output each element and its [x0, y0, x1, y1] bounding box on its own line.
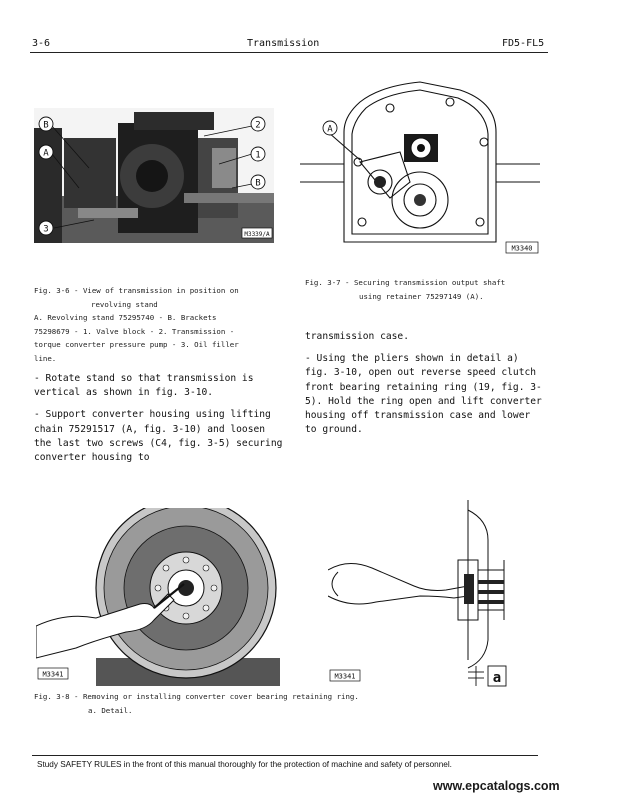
figure-3-6-photo: B A 3 2 1 B M3339/A: [34, 108, 274, 243]
step-rotate-stand: - Rotate stand so that transmission is v…: [34, 373, 254, 399]
fig36-callout-2: 2: [255, 121, 260, 131]
footer-rule: [32, 755, 538, 756]
page-number: 3-6: [32, 38, 51, 49]
right-body-text: transmission case. - Using the pliers sh…: [305, 330, 545, 445]
fig36-caption-line: 75298679 - 1. Valve block - 2. Transmiss…: [34, 326, 235, 336]
safety-note: Study SAFETY RULES in the front of this …: [37, 760, 452, 769]
fig37-ref: M3340: [511, 245, 532, 253]
figure-3-7-caption: Fig. 3-7 - Securing transmission output …: [305, 276, 545, 303]
figure-3-8-caption: Fig. 3-8 - Removing or installing conver…: [34, 690, 554, 717]
text-continuation: transmission case.: [305, 331, 409, 342]
left-body-text: - Rotate stand so that transmission is v…: [34, 372, 284, 473]
fig38-caption-line: a. Detail.: [88, 705, 133, 715]
figure-3-7-drawing: A M3340: [300, 72, 540, 257]
figure-3-6-caption: Fig. 3-6 - View of transmission in posit…: [34, 284, 284, 365]
fig36-caption-line: torque converter pressure pump - 3. Oil …: [34, 340, 239, 349]
fig37-caption-line: using retainer 75297149 (A).: [359, 291, 484, 301]
fig37-caption-line: Fig. 3-7 - Securing transmission output …: [305, 278, 506, 287]
fig38-ref-right: M3341: [334, 673, 355, 681]
fig36-callout-1: 1: [255, 151, 260, 161]
figure-3-8-converter-drawing: M3341: [36, 508, 280, 686]
section-title: Transmission: [247, 38, 320, 49]
model-code: FD5-FL5: [502, 38, 545, 49]
fig36-callout-b-right: B: [255, 179, 260, 189]
fig36-callout-3: 3: [43, 225, 48, 235]
fig36-callout-a: A: [43, 149, 49, 159]
fig36-caption-line: line.: [34, 353, 57, 363]
fig37-callout-a: A: [327, 125, 333, 135]
watermark-link[interactable]: www.epcatalogs.com: [433, 779, 560, 793]
fig38-ref-left: M3341: [42, 671, 63, 679]
step-support-housing: - Support converter housing using liftin…: [34, 409, 283, 464]
figure-3-8-detail-drawing: M3341 a: [328, 500, 510, 688]
fig36-caption-line: Fig. 3-6 - View of transmission in posit…: [34, 286, 239, 295]
fig36-ref: M3339/A: [244, 231, 270, 238]
fig36-caption-line: revolving stand: [91, 299, 158, 309]
step-open-ring: - Using the pliers shown in detail a) fi…: [305, 353, 542, 436]
fig38-caption-line: Fig. 3-8 - Removing or installing conver…: [34, 692, 359, 701]
header-rule: [30, 52, 548, 53]
fig36-callout-b-top: B: [43, 121, 48, 131]
fig36-caption-line: A. Revolving stand 75295740 - B. Bracket…: [34, 313, 217, 322]
fig38-detail-label: a: [493, 670, 501, 686]
